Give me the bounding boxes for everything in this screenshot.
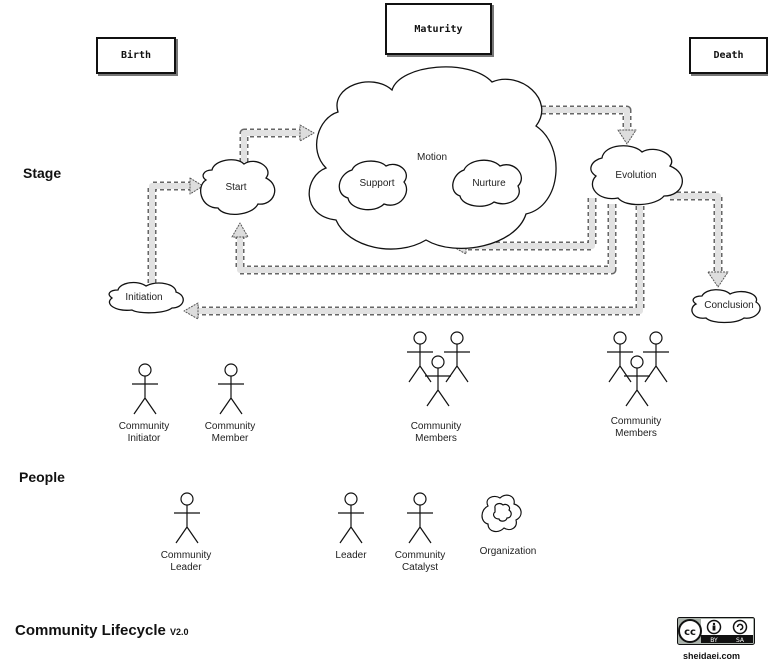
diagram-version: V2.0	[170, 627, 189, 637]
arrow-evolution-to-start	[231, 204, 617, 275]
svg-text:cc: cc	[684, 627, 696, 638]
stage-birth: Birth	[96, 37, 176, 74]
stage-section-label: Stage	[23, 165, 62, 181]
arrow-start-to-motion	[239, 124, 315, 162]
initiation-label: Initiation	[125, 292, 163, 303]
conclusion-cloud	[691, 289, 761, 324]
organization-icon	[481, 494, 522, 533]
site-credit[interactable]: sheidaei.com	[683, 651, 741, 661]
badge-by: BY	[710, 637, 718, 644]
stage-death: Death	[689, 37, 768, 74]
community-catalyst-figure	[407, 492, 433, 544]
community-members-2-figure-c	[624, 355, 650, 407]
arrow-initiation-to-start	[147, 177, 204, 290]
evolution-label: Evolution	[615, 170, 657, 181]
community-members-figure-a	[407, 331, 433, 383]
leader-figure	[338, 492, 364, 544]
cc-license-badge[interactable]: cc BY SA	[677, 617, 755, 645]
community-leader-figure	[174, 492, 200, 544]
community-member-figure	[218, 363, 244, 415]
people-section-label: People	[19, 469, 65, 485]
motion-label: Motion	[416, 152, 447, 163]
diagram-title: Community Lifecycle V2.0	[15, 622, 189, 639]
community-members-2-figure-a	[607, 331, 633, 383]
diagram-title-text: Community Lifecycle	[15, 622, 166, 639]
evolution-cloud	[590, 145, 683, 206]
community-members-figure-c	[425, 355, 451, 407]
community-members-2-figure-b	[643, 331, 669, 383]
start-cloud	[200, 159, 276, 215]
community-initiator-figure	[132, 363, 158, 415]
support-cloud	[338, 160, 408, 211]
arrow-evolution-to-initiation	[183, 206, 645, 320]
arrow-motion-to-evolution	[528, 105, 637, 145]
nurture-label: Nurture	[472, 178, 506, 189]
arrow-evolution-to-conclusion	[670, 191, 729, 288]
badge-sa: SA	[736, 637, 745, 644]
conclusion-label: Conclusion	[704, 300, 754, 311]
actor-leader-label: Leader	[335, 550, 367, 561]
share-alike-icon	[732, 619, 748, 635]
initiation-cloud	[108, 281, 184, 314]
nurture-cloud	[452, 159, 523, 207]
community-members-figure-b	[444, 331, 470, 383]
attribution-icon	[706, 619, 722, 635]
organization-label: Organization	[479, 546, 537, 557]
start-label: Start	[225, 182, 247, 193]
support-label: Support	[359, 178, 395, 189]
stage-maturity: Maturity	[385, 3, 492, 55]
